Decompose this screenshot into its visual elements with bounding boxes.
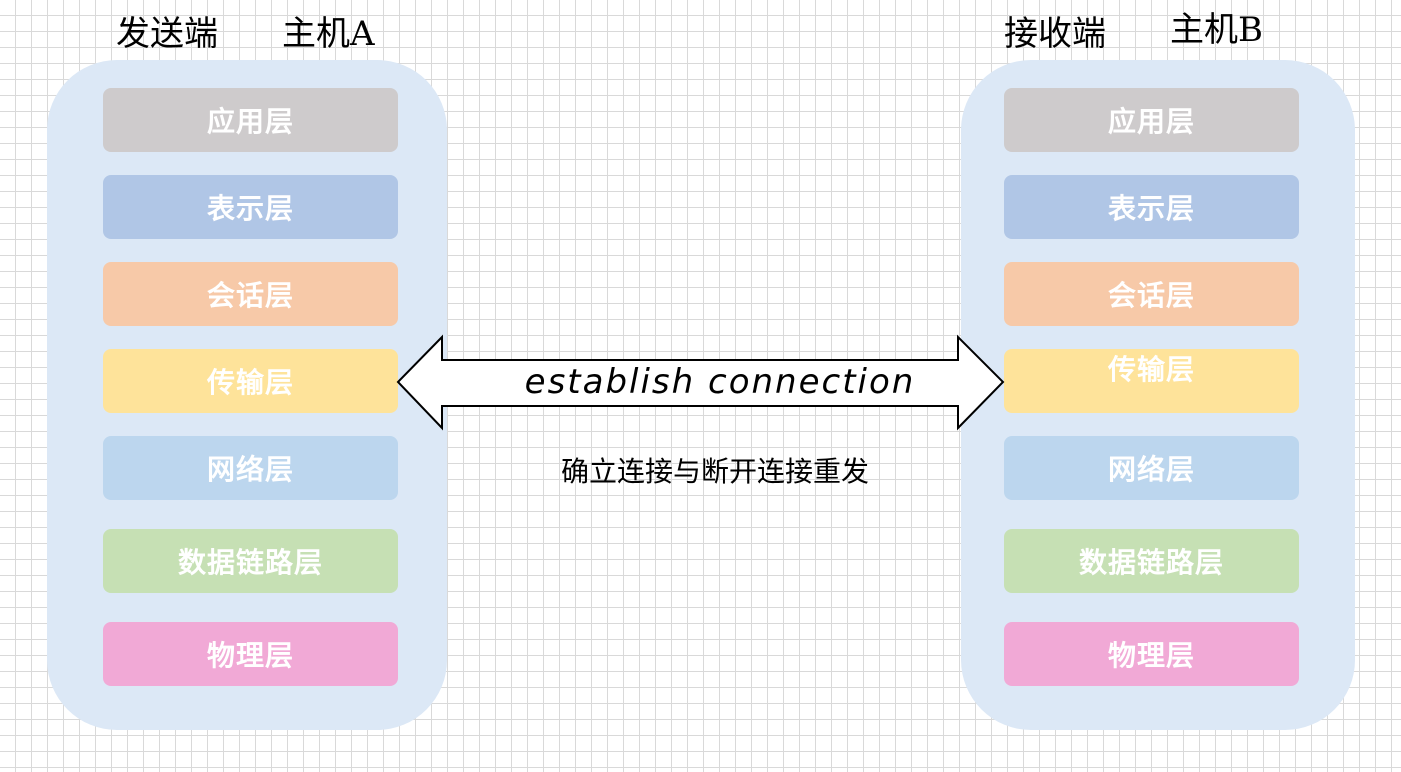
- sender-host-label: 主机A: [282, 14, 375, 54]
- receiver-layer-physical: 物理层: [1004, 622, 1299, 686]
- sender-host-panel: 应用层 表示层 会话层 传输层 网络层 数据链路层 物理层: [47, 60, 447, 730]
- receiver-host-panel: 应用层 表示层 会话层 传输层 网络层 数据链路层 物理层: [961, 60, 1355, 730]
- connection-caption: 确立连接与断开连接重发: [560, 455, 869, 488]
- receiver-role-label: 接收端: [1004, 14, 1106, 54]
- sender-layer-application: 应用层: [103, 88, 398, 152]
- receiver-layer-session: 会话层: [1004, 262, 1299, 326]
- sender-layer-datalink: 数据链路层: [103, 529, 398, 593]
- connection-arrow-label: establish connection: [524, 362, 916, 402]
- sender-layer-transport: 传输层: [103, 349, 398, 413]
- receiver-layer-transport: 传输层: [1004, 349, 1299, 413]
- receiver-layer-datalink: 数据链路层: [1004, 529, 1299, 593]
- receiver-layer-network: 网络层: [1004, 436, 1299, 500]
- receiver-layer-application: 应用层: [1004, 88, 1299, 152]
- sender-role-label: 发送端: [116, 14, 218, 54]
- receiver-host-label: 主机B: [1170, 10, 1263, 50]
- receiver-layer-presentation: 表示层: [1004, 175, 1299, 239]
- sender-layer-presentation: 表示层: [103, 175, 398, 239]
- sender-layer-network: 网络层: [103, 436, 398, 500]
- sender-layer-session: 会话层: [103, 262, 398, 326]
- sender-layer-physical: 物理层: [103, 622, 398, 686]
- double-arrow-icon: [396, 334, 1005, 431]
